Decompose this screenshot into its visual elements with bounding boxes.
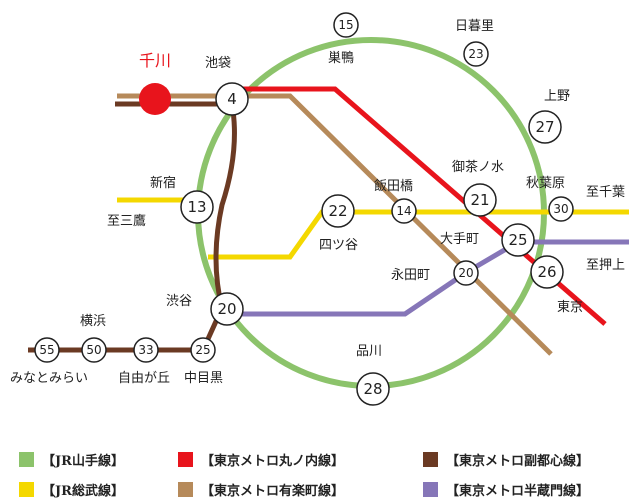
station-shinjuku: 13 bbox=[180, 190, 214, 224]
label-nippori: 日暮里 bbox=[455, 19, 494, 34]
label-tokyo: 東京 bbox=[557, 299, 583, 315]
label-jiyugaoka: 自由が丘 bbox=[118, 371, 170, 386]
station-number: 28 bbox=[363, 380, 382, 398]
station-nakameguro: 25 bbox=[190, 337, 216, 363]
senkawa-marker bbox=[139, 83, 171, 115]
route-map: 千川 4 15 23 27 21 30 25 26 14 22 20 bbox=[10, 12, 629, 406]
station-number: 26 bbox=[537, 263, 556, 281]
station-tokyo: 26 bbox=[530, 255, 564, 289]
label-akihabara: 秋葉原 bbox=[526, 176, 565, 191]
station-number: 27 bbox=[535, 118, 554, 136]
station-yokohama: 50 bbox=[81, 337, 107, 363]
label-iidabashi: 飯田橋 bbox=[374, 179, 413, 194]
legend-label: 【東京メトロ副都心線】 bbox=[446, 454, 590, 469]
legend-swatch bbox=[423, 482, 438, 497]
station-number: 30 bbox=[553, 202, 568, 216]
station-iidabashi: 14 bbox=[391, 198, 417, 224]
station-number: 20 bbox=[458, 266, 473, 280]
legend-swatch bbox=[19, 452, 34, 467]
station-jiyugaoka: 33 bbox=[133, 337, 159, 363]
station-otemachi: 25 bbox=[501, 223, 535, 257]
label-otemachi: 大手町 bbox=[440, 232, 479, 247]
station-number: 25 bbox=[195, 343, 210, 357]
station-number: 14 bbox=[396, 204, 411, 218]
station-number: 25 bbox=[508, 231, 527, 249]
station-number: 50 bbox=[86, 343, 101, 357]
legend-label: 【JR総武線】 bbox=[42, 484, 124, 499]
legend-swatch bbox=[423, 452, 438, 467]
legend-item: 【JR総武線】 bbox=[19, 480, 124, 499]
station-nagatacho: 20 bbox=[453, 260, 479, 286]
legend: 【JR山手線】 【東京メトロ丸ノ内線】 【東京メトロ副都心線】 【JR総武線】 … bbox=[0, 444, 629, 503]
station-number: 4 bbox=[227, 90, 237, 108]
direction-chiba: 至千葉 bbox=[586, 185, 625, 200]
label-ochanomizu: 御茶ノ水 bbox=[452, 159, 504, 175]
label-nakameguro: 中目黒 bbox=[184, 371, 223, 386]
label-shinjuku: 新宿 bbox=[150, 175, 176, 191]
station-yotsuya: 22 bbox=[321, 194, 355, 228]
senkawa-label: 千川 bbox=[139, 51, 171, 70]
station-ikebukuro: 4 bbox=[215, 82, 249, 116]
station-minatomirai: 55 bbox=[34, 337, 60, 363]
legend-item: 【東京メトロ半蔵門線】 bbox=[423, 480, 589, 499]
station-number: 21 bbox=[470, 191, 489, 209]
station-number: 20 bbox=[217, 300, 236, 318]
label-minatomirai: みなとみらい bbox=[10, 371, 88, 386]
station-nippori: 23 bbox=[463, 41, 489, 67]
label-yokohama: 横浜 bbox=[80, 314, 106, 329]
station-shibuya: 20 bbox=[210, 292, 244, 326]
station-ueno: 27 bbox=[528, 110, 562, 144]
legend-item: 【東京メトロ丸ノ内線】 bbox=[178, 450, 344, 469]
label-yotsuya: 四ツ谷 bbox=[319, 238, 358, 253]
station-number: 55 bbox=[39, 343, 54, 357]
station-sugamo: 15 bbox=[333, 12, 359, 38]
fukutoshin-line bbox=[28, 101, 237, 353]
direction-mitaka: 至三鷹 bbox=[107, 214, 146, 229]
legend-swatch bbox=[19, 482, 34, 497]
legend-label: 【JR山手線】 bbox=[42, 454, 124, 469]
station-number: 23 bbox=[468, 47, 483, 61]
label-shibuya: 渋谷 bbox=[166, 294, 192, 309]
station-shinagawa: 28 bbox=[356, 372, 390, 406]
legend-label: 【東京メトロ有楽町線】 bbox=[201, 484, 345, 499]
label-nagatacho: 永田町 bbox=[391, 268, 430, 283]
station-number: 22 bbox=[328, 202, 347, 220]
legend-swatch bbox=[178, 452, 193, 467]
route-map-canvas: 千川 4 15 23 27 21 30 25 26 14 22 20 bbox=[10, 12, 629, 406]
label-ikebukuro: 池袋 bbox=[205, 56, 231, 71]
legend-swatch bbox=[178, 482, 193, 497]
station-akihabara: 30 bbox=[548, 196, 574, 222]
label-sugamo: 巣鴨 bbox=[328, 51, 354, 66]
direction-oshiage: 至押上 bbox=[586, 258, 625, 273]
station-number: 33 bbox=[138, 343, 153, 357]
legend-label: 【東京メトロ半蔵門線】 bbox=[446, 484, 590, 499]
station-ochanomizu: 21 bbox=[463, 183, 497, 217]
legend-item: 【東京メトロ副都心線】 bbox=[423, 450, 589, 469]
legend-item: 【東京メトロ有楽町線】 bbox=[178, 480, 344, 499]
station-number: 13 bbox=[187, 198, 206, 216]
label-shinagawa: 品川 bbox=[356, 344, 382, 359]
station-number: 15 bbox=[338, 18, 353, 32]
legend-label: 【東京メトロ丸ノ内線】 bbox=[201, 454, 345, 469]
legend-item: 【JR山手線】 bbox=[19, 450, 124, 469]
label-ueno: 上野 bbox=[544, 89, 570, 104]
